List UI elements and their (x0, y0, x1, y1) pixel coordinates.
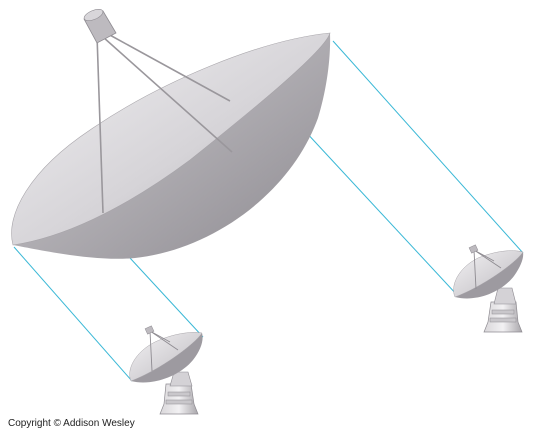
pedestal-right (483, 301, 523, 333)
pedestal-left (159, 383, 199, 415)
large-dish-reflector (11, 32, 331, 246)
signal-line-right-outer (332, 40, 524, 254)
large-dish-antenna (11, 9, 331, 259)
large-dish-shell (13, 33, 331, 259)
signal-line-left-inner (129, 257, 204, 338)
support-leg-2 (102, 36, 233, 153)
signal-lines (13, 40, 524, 382)
small-dish-antenna-left (129, 325, 203, 415)
small-dish-reflector-right (453, 250, 524, 298)
small-dish-reflector-left (129, 332, 203, 382)
support-leg-1 (96, 34, 104, 214)
signal-line-left-outer (13, 246, 133, 382)
support-leg-3 (107, 33, 231, 102)
signal-line-right-inner (303, 129, 459, 297)
copyright-text: Copyright © Addison Wesley (8, 418, 135, 429)
small-dish-antenna-right (453, 244, 524, 333)
